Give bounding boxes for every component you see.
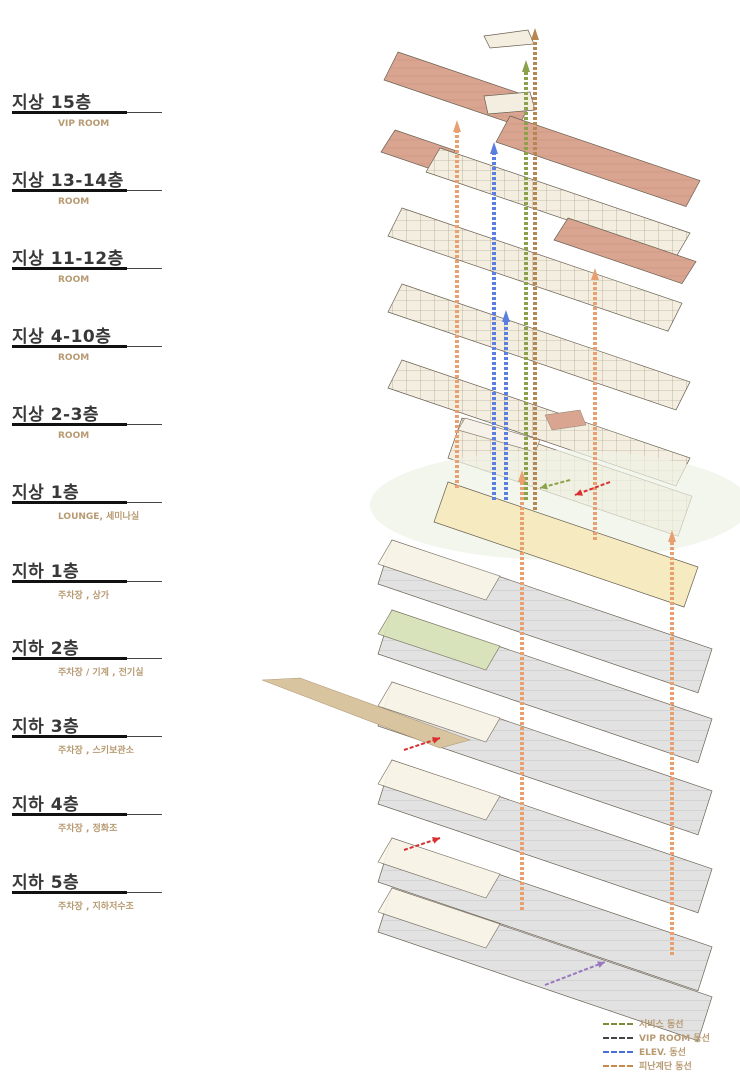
elev-shaft-head (502, 310, 510, 322)
level-subtitle: 주차장 , 스키보관소 (58, 746, 134, 756)
level-subtitle: ROOM (58, 431, 90, 441)
vip-shaft-head (531, 28, 539, 40)
legend-label: ELEV. 동선 (639, 1048, 686, 1058)
roof-slab (553, 217, 697, 284)
level-subtitle: ROOM (58, 353, 90, 363)
legend-item-elev: ELEV. 동선 (603, 1045, 739, 1059)
elev-shaft-head (490, 142, 498, 154)
level-underline-bold (12, 267, 127, 270)
level-subtitle: 주차장 , 정화조 (58, 824, 118, 834)
legend: 서비스 동선 VIP ROOM 동선 ELEV. 동선 피난계단 동선 (603, 1017, 739, 1073)
level-title: 지상 13-14층 (12, 171, 124, 191)
level-underline-bold (12, 501, 127, 504)
level-subtitle: ROOM (58, 275, 90, 285)
evac-stair-shaft-head (668, 530, 676, 542)
level-labels: 지상 15층 VIP ROOM 지상 13-14층 ROOM 지상 11-12층 ROOM… (0, 0, 170, 1000)
roof-accent (544, 409, 587, 431)
level-subtitle: LOUNGE, 세미나실 (58, 512, 140, 522)
legend-dash (603, 1037, 633, 1039)
basement-service-zone (377, 837, 501, 899)
level-title: 지상 2-3층 (12, 405, 100, 425)
level-underline-bold (12, 657, 127, 660)
level-title: 지하 4층 (12, 795, 80, 815)
legend-label: VIP ROOM 동선 (639, 1034, 710, 1044)
legend-item-vip: VIP ROOM 동선 (603, 1031, 739, 1045)
level-label: 지상 2-3층 ROOM (12, 400, 162, 441)
legend-label: 피난계단 동선 (639, 1062, 692, 1072)
vip-roof-slab (495, 115, 701, 208)
evac-stair-shaft-head (453, 120, 461, 132)
level-underline-bold (12, 345, 127, 348)
level-underline-bold (12, 813, 127, 816)
level-title: 지하 5층 (12, 873, 80, 893)
level-underline-bold (12, 735, 127, 738)
circulation-shafts (453, 28, 676, 955)
level-title: 지상 1층 (12, 483, 80, 503)
entry-arrows (403, 479, 611, 986)
legend-dash (603, 1051, 633, 1053)
level-label: 지상 1층 LOUNGE, 세미나실 (12, 478, 162, 522)
level-underline-bold (12, 111, 127, 114)
legend-label: 서비스 동선 (639, 1020, 684, 1030)
evac-stair-shaft-head (518, 470, 526, 482)
legend-dash (603, 1023, 633, 1025)
entry-arrow-head (597, 961, 605, 968)
level-underline-bold (12, 189, 127, 192)
level-label: 지상 4-10층 ROOM (12, 322, 162, 363)
entry-arrow-head (432, 836, 440, 844)
floor-plates (261, 29, 740, 1042)
entry-arrow-head (432, 736, 440, 744)
service-shaft-head (522, 60, 530, 72)
level-label: 지상 11-12층 ROOM (12, 244, 162, 285)
level-label: 지상 13-14층 ROOM (12, 166, 162, 207)
level-title: 지하 1층 (12, 562, 80, 582)
legend-item-evac: 피난계단 동선 (603, 1059, 739, 1073)
legend-dash (603, 1065, 633, 1067)
basement-service-zone (377, 681, 501, 743)
basement-service-zone (377, 609, 501, 671)
level-title: 지하 3층 (12, 717, 80, 737)
level-underline-bold (12, 580, 127, 583)
access-ramp (261, 677, 471, 749)
level-underline-bold (12, 891, 127, 894)
level-subtitle: 주차장 , 지하저수조 (58, 902, 134, 912)
basement-service-zone (377, 887, 501, 949)
level-title: 지상 4-10층 (12, 327, 112, 347)
entry-arrow-head (575, 489, 583, 496)
site-context (370, 450, 740, 560)
level-subtitle: 주차장 / 기계 , 전기실 (58, 668, 144, 678)
level-label: 지상 15층 VIP ROOM (12, 88, 162, 129)
level-subtitle: 주차장 , 상가 (58, 591, 110, 601)
level-title: 지상 11-12층 (12, 249, 124, 269)
level-title: 지하 2층 (12, 639, 80, 659)
level-subtitle: VIP ROOM (58, 119, 110, 129)
level-underline-bold (12, 423, 127, 426)
level-subtitle: ROOM (58, 197, 90, 207)
lobby-floor-slab (433, 481, 699, 608)
basement-service-zone (377, 539, 501, 601)
level-title: 지상 15층 (12, 93, 92, 113)
service-entry-arrow-head (540, 482, 548, 490)
entry-arrow (544, 961, 606, 986)
legend-item-service: 서비스 동선 (603, 1017, 739, 1031)
basement-service-zone (377, 759, 501, 821)
evac-stair-shaft-head (591, 268, 599, 280)
vip-roof-slab (383, 51, 534, 127)
rooftop-plan (483, 29, 535, 49)
